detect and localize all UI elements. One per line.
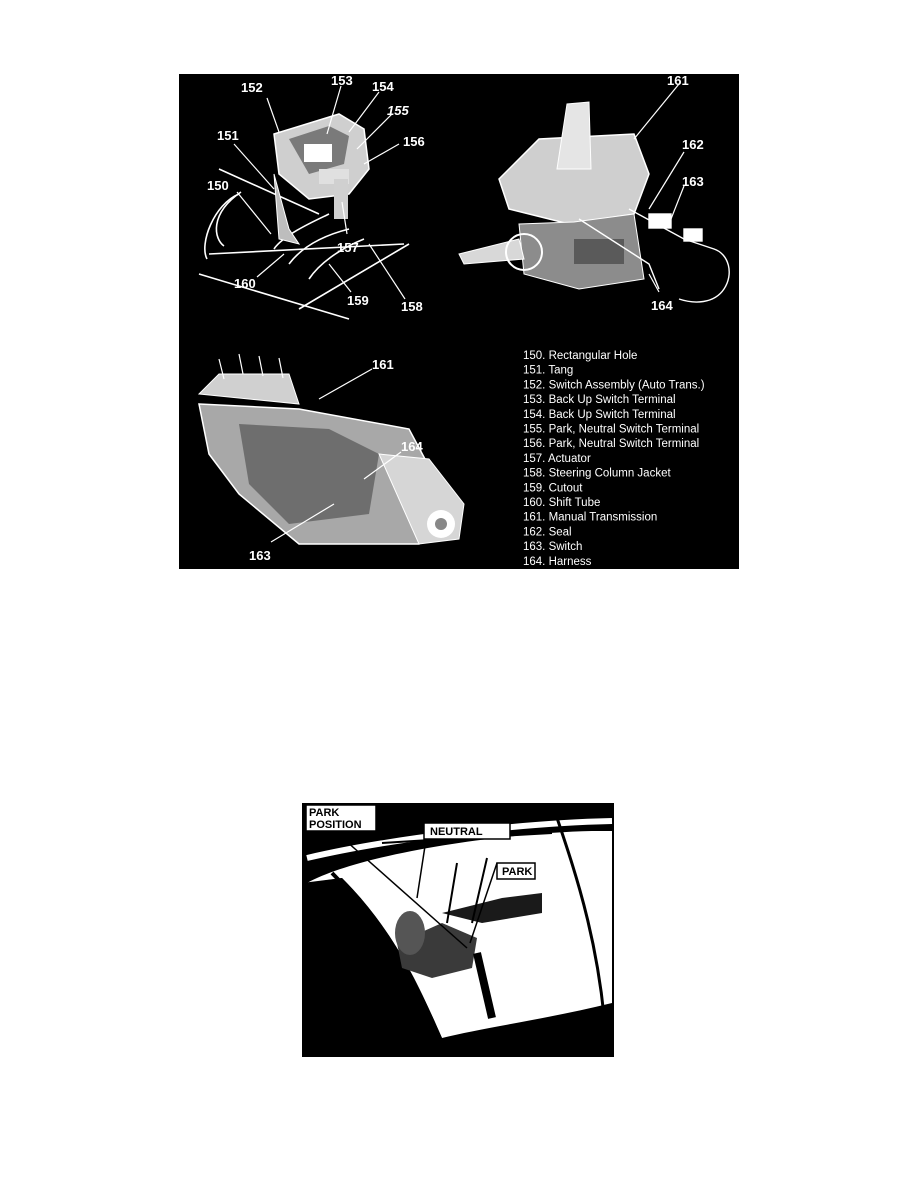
- callout-163-top: 163: [682, 174, 704, 189]
- legend-item: 158. Steering Column Jacket: [523, 468, 671, 480]
- callout-155: 155: [387, 103, 409, 118]
- callouts-top-left: 152 153 154 155 156 151 150 157 160 159 …: [207, 73, 425, 314]
- callouts-top-right: 161 162 163 164: [651, 73, 704, 313]
- park-position-label-line1: PARK: [309, 807, 339, 819]
- callout-leaders-top-right: [633, 83, 685, 293]
- callout-164-top: 164: [651, 298, 673, 313]
- callout-150: 150: [207, 178, 229, 193]
- callout-158: 158: [401, 299, 423, 314]
- park-position-label-line2: POSITION: [309, 819, 362, 831]
- callout-154: 154: [372, 79, 394, 94]
- callout-156: 156: [403, 134, 425, 149]
- callout-161-top: 161: [667, 74, 689, 88]
- callout-151: 151: [217, 128, 239, 143]
- legend-item: 157. Actuator: [523, 453, 591, 465]
- callout-163-bottom: 163: [249, 548, 271, 563]
- position-canvas: PARK POSITION NEUTRAL PARK: [302, 802, 614, 1058]
- callout-159: 159: [347, 293, 369, 308]
- legend-item: 164. Harness: [523, 556, 592, 568]
- manual-transmission-drawing-bottom: [197, 353, 465, 545]
- callout-leaders-top-left: [233, 85, 406, 300]
- manual-transmission-drawing-top: [458, 101, 650, 290]
- callout-152: 152: [241, 80, 263, 95]
- diagram-canvas: 152 153 154 155 156 151 150 157 160 159 …: [179, 73, 739, 569]
- callout-161-bottom: 161: [372, 357, 394, 372]
- callout-leaders-bottom-left: [270, 368, 402, 543]
- callout-164-bottom: 164: [401, 439, 423, 454]
- legend-item: 155. Park, Neutral Switch Terminal: [523, 424, 699, 436]
- callout-153: 153: [331, 74, 353, 88]
- legend-item: 161. Manual Transmission: [523, 512, 657, 524]
- label-neutral: NEUTRAL: [423, 822, 511, 840]
- legend-item: 151. Tang: [523, 365, 573, 377]
- label-park: PARK: [496, 862, 536, 880]
- legend-item: 162. Seal: [523, 526, 572, 538]
- neutral-label: NEUTRAL: [430, 826, 483, 838]
- legend-item: 154. Back Up Switch Terminal: [523, 409, 676, 421]
- legend-item: 159. Cutout: [523, 482, 583, 494]
- callouts-bottom-left: 161 164 163: [249, 357, 423, 563]
- parts-legend: 150. Rectangular Hole 151. Tang 152. Switc…: [523, 350, 705, 568]
- switch-installation-diagram: 152 153 154 155 156 151 150 157 160 159 …: [179, 73, 739, 569]
- park-neutral-position-illustration: PARK POSITION NEUTRAL PARK: [302, 802, 614, 1058]
- legend-item: 153. Back Up Switch Terminal: [523, 394, 676, 406]
- switch-assembly-drawing: [273, 113, 370, 245]
- legend-item: 163. Switch: [523, 541, 582, 553]
- harness-and-switch-top: [578, 208, 730, 303]
- legend-item: 150. Rectangular Hole: [523, 350, 637, 362]
- legend-item: 156. Park, Neutral Switch Terminal: [523, 438, 699, 450]
- callout-160: 160: [234, 276, 256, 291]
- park-label: PARK: [502, 866, 532, 878]
- steering-column-drawing: [198, 168, 410, 320]
- label-park-position: PARK POSITION: [305, 804, 377, 832]
- legend-item: 160. Shift Tube: [523, 497, 600, 509]
- callout-157: 157: [337, 240, 359, 255]
- callout-162: 162: [682, 137, 704, 152]
- legend-item: 152. Switch Assembly (Auto Trans.): [523, 379, 705, 391]
